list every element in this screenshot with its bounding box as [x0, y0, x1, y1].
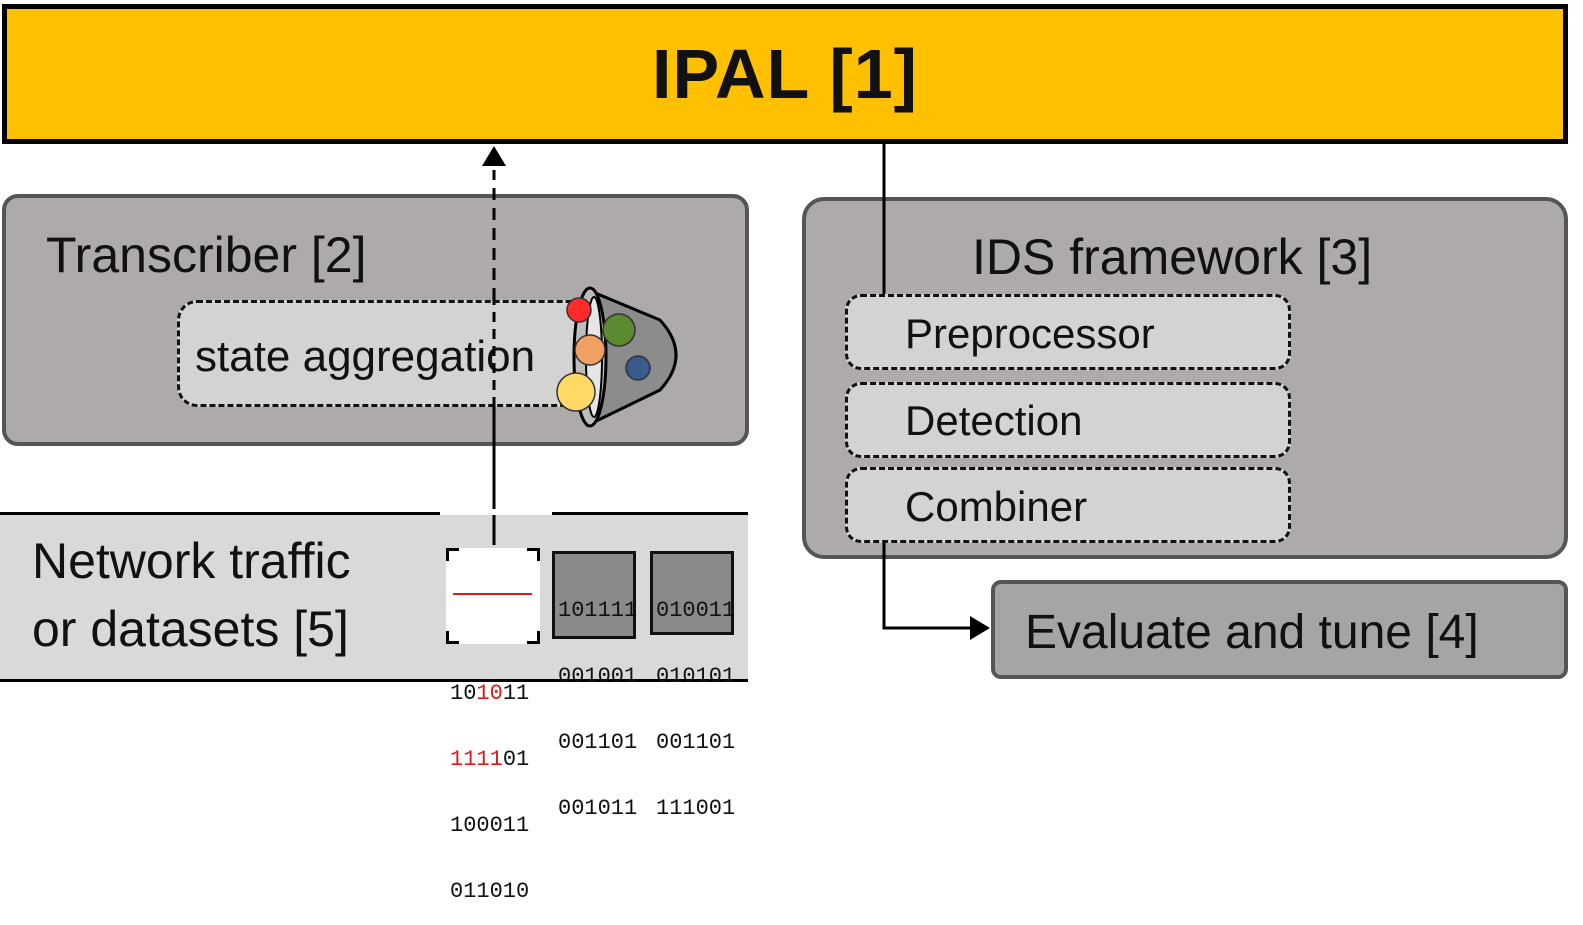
transcriber-title: Transcriber [2] [46, 227, 367, 283]
binary-row: 111101 [450, 747, 530, 772]
combiner-to-evaluate-arrow [882, 543, 972, 630]
detection-stage [845, 382, 1291, 458]
network-top-gap [440, 509, 552, 515]
binary-row: 010101 [656, 664, 736, 689]
ipal-banner: IPAL [1] [2, 4, 1568, 144]
funnel-ball [574, 334, 606, 366]
funnel-ball [625, 355, 651, 381]
binary-row: 100011 [450, 813, 530, 838]
combiner-stage [845, 467, 1291, 543]
state-aggregation-label: state aggregation [195, 332, 536, 381]
network-traffic-label-line1: Network traffic [32, 533, 351, 589]
evaluate-box [991, 580, 1568, 679]
binary-row: 101011 [450, 681, 530, 706]
ipal-title: IPAL [1] [652, 35, 918, 113]
preprocessor-stage [845, 294, 1291, 370]
binary-row: 001101 [656, 730, 736, 755]
binary-row: 001011 [558, 796, 638, 821]
funnel-ball [602, 313, 636, 347]
transcriber-to-ipal-arrowhead [482, 146, 506, 166]
binary-row: 011010 [450, 879, 530, 904]
evaluate-label: Evaluate and tune [4] [1025, 606, 1479, 659]
ids-framework-title: IDS framework [3] [972, 229, 1373, 285]
binary-row: 111001 [656, 796, 736, 821]
binary-row: 101111 [558, 598, 638, 623]
funnel-ball [556, 372, 596, 412]
binary-row: 001001 [558, 664, 638, 689]
combiner-label: Combiner [905, 483, 1088, 530]
preprocessor-label: Preprocessor [905, 310, 1155, 357]
binary-row: 001101 [558, 730, 638, 755]
network-traffic-label-line2: or datasets [5] [32, 601, 349, 657]
detection-label: Detection [905, 397, 1083, 444]
connectors-layer [440, 144, 990, 640]
binary-row: 010011 [656, 598, 736, 623]
funnel-ball [566, 297, 592, 323]
combiner-to-evaluate-arrowhead [970, 616, 990, 640]
